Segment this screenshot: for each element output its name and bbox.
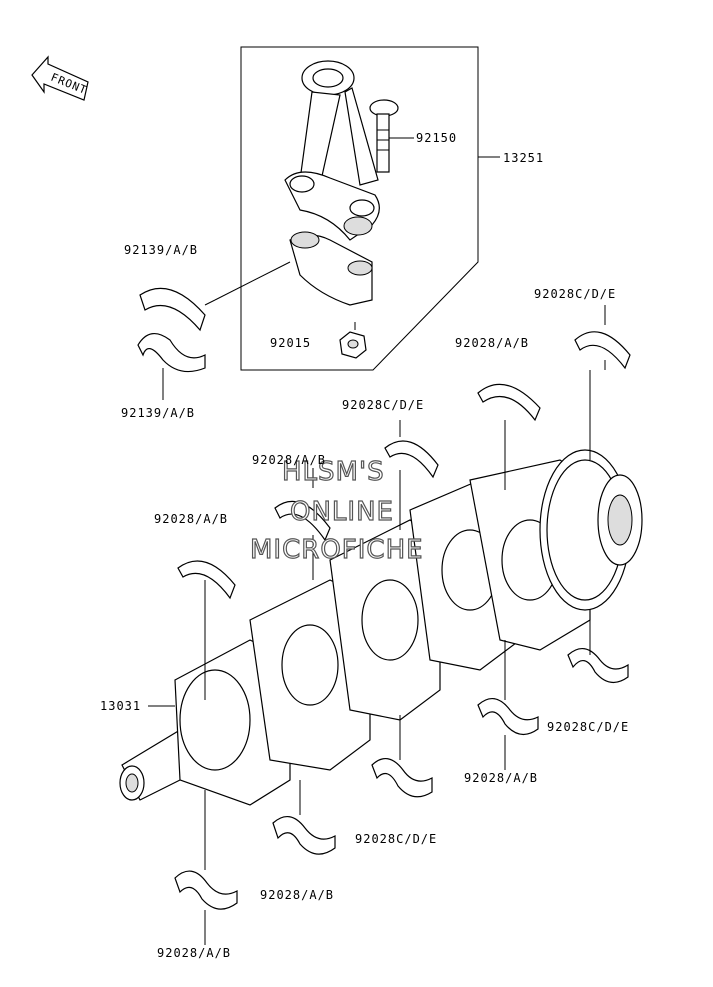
main-bearing-8 — [371, 758, 433, 798]
callout-92139-lower: 92139/A/B — [121, 406, 195, 420]
watermark-line-1: HLSM'S — [282, 457, 385, 487]
main-bearing-7 — [477, 698, 539, 735]
crankshaft — [119, 459, 591, 806]
conrod-assembly-box — [240, 46, 479, 371]
main-bearing-3 — [384, 440, 439, 479]
callout-92028ab-3: 92028/A/B — [154, 512, 228, 526]
watermark: HLSM'S ONLINE MICROFICHE — [249, 456, 424, 565]
callout-92028ab-6: 92028/A/B — [157, 946, 231, 960]
callout-92028ab-1: 92028/A/B — [455, 336, 529, 350]
watermark-line-2: ONLINE — [290, 497, 394, 527]
leader-lines — [148, 137, 606, 945]
main-bearing-5 — [177, 560, 236, 600]
callout-92028ab-4: 92028/A/B — [464, 771, 538, 785]
main-bearing-6 — [567, 648, 629, 683]
conrod-bolt — [369, 99, 399, 173]
callout-13251: 13251 — [503, 151, 544, 165]
callout-92028cde-1: 92028C/D/E — [534, 287, 616, 301]
main-bearing-1 — [574, 331, 631, 370]
connecting-rod — [284, 60, 380, 241]
conrod-bearing-upper — [139, 287, 206, 332]
main-bearing-10 — [174, 870, 238, 910]
conrod-bearing-lower — [137, 333, 206, 373]
callout-92139-upper: 92139/A/B — [124, 243, 198, 257]
conrod-nut — [339, 331, 367, 359]
main-bearing-4 — [274, 500, 331, 542]
callout-92028cde-4: 92028C/D/E — [355, 832, 437, 846]
main-bearing-2 — [477, 383, 541, 422]
conrod-cap — [289, 231, 373, 306]
front-arrow-icon: FRONT — [31, 55, 89, 101]
callout-92028ab-5: 92028/A/B — [260, 888, 334, 902]
main-bearing-9 — [272, 816, 336, 855]
watermark-line-3: MICROFICHE — [250, 535, 424, 565]
callout-92150: 92150 — [416, 131, 457, 145]
callout-92015: 92015 — [270, 336, 311, 350]
callout-13031: 13031 — [100, 699, 141, 713]
callout-92028cde-3: 92028C/D/E — [547, 720, 629, 734]
callout-92028ab-2: 92028/A/B — [252, 453, 326, 467]
callout-92028cde-2: 92028C/D/E — [342, 398, 424, 412]
crankshaft-gear — [539, 449, 643, 611]
